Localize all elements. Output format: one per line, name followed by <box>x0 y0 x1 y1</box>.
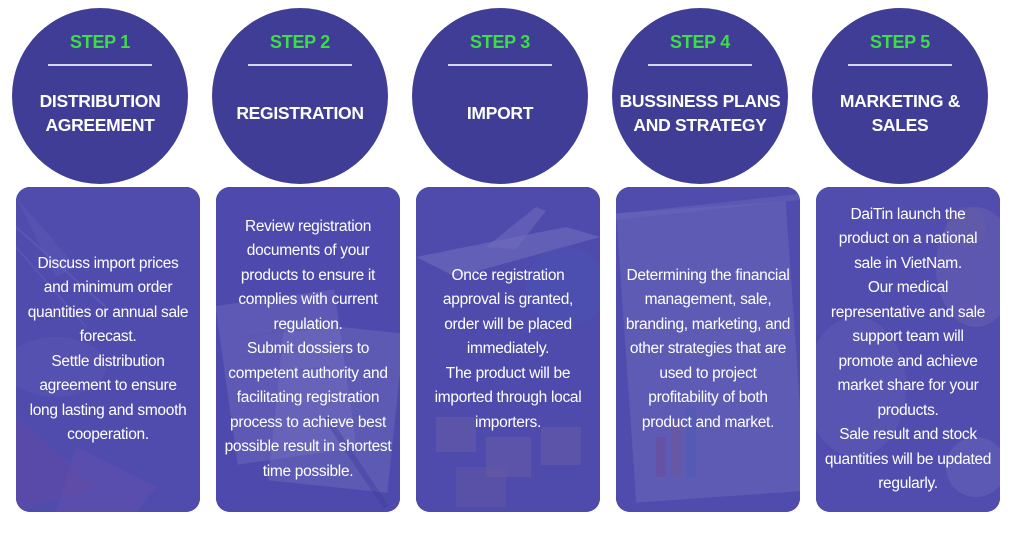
step-3-divider <box>448 64 552 66</box>
step-4-description: Determining the financial management, sa… <box>625 266 791 431</box>
step-5-divider <box>848 64 952 66</box>
step-1-divider <box>48 64 152 66</box>
step-3: STEP 3 IMPORT Once registration approval… <box>400 0 600 540</box>
step-3-description: Once registration approval is granted, o… <box>434 266 582 431</box>
step-2-card: Review registration documents of your pr… <box>216 187 400 512</box>
step-2-circle: STEP 2 REGISTRATION <box>212 8 388 184</box>
step-3-label: STEP 3 <box>470 32 530 52</box>
step-4: STEP 4 BUSSINESS PLANS AND STRATEGY Dete… <box>600 0 800 540</box>
step-1-description: Discuss import prices and minimum order … <box>27 254 189 444</box>
step-1-label: STEP 1 <box>70 32 130 52</box>
step-2-description: Review registration documents of your pr… <box>224 217 392 480</box>
step-4-divider <box>648 64 752 66</box>
step-2-label: STEP 2 <box>270 32 330 52</box>
step-3-card: Once registration approval is granted, o… <box>416 187 600 512</box>
step-5-circle: STEP 5 MARKETING & SALES <box>812 8 988 184</box>
step-5-label: STEP 5 <box>870 32 930 52</box>
step-4-title: BUSSINESS PLANS AND STRATEGY <box>619 91 781 135</box>
step-3-circle: STEP 3 IMPORT <box>412 8 588 184</box>
step-5: STEP 5 MARKETING & SALES DaiTin launch t… <box>800 0 1000 540</box>
step-1: STEP 1 DISTRIBUTION AGREEMENT Discuss im… <box>0 0 200 540</box>
step-1-circle: STEP 1 DISTRIBUTION AGREEMENT <box>12 8 188 184</box>
step-4-circle: STEP 4 BUSSINESS PLANS AND STRATEGY <box>612 8 788 184</box>
step-5-description: DaiTin launch the product on a national … <box>824 205 992 493</box>
step-2-divider <box>248 64 352 66</box>
step-5-card: DaiTin launch the product on a national … <box>816 187 1000 512</box>
step-2-title: REGISTRATION <box>236 103 364 123</box>
step-1-card: Discuss import prices and minimum order … <box>16 187 200 512</box>
step-4-card: Determining the financial management, sa… <box>616 187 800 512</box>
step-1-title: DISTRIBUTION AGREEMENT <box>39 91 161 135</box>
step-4-label: STEP 4 <box>670 32 730 52</box>
step-2: STEP 2 REGISTRATION Review registration … <box>200 0 400 540</box>
step-5-title: MARKETING & SALES <box>839 91 961 135</box>
step-3-title: IMPORT <box>466 103 534 123</box>
